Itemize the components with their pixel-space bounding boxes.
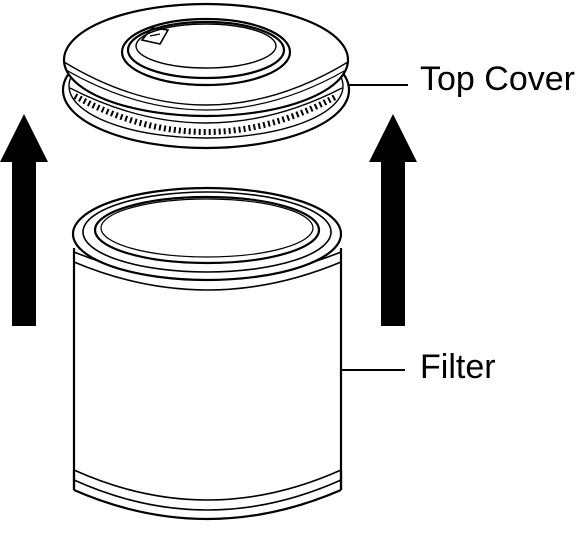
left-up-arrow-icon — [0, 114, 48, 326]
right-up-arrow-icon — [369, 114, 417, 326]
top-cover-part — [61, 2, 351, 150]
filter-part — [71, 186, 343, 520]
filter-label: Filter — [420, 348, 496, 386]
top-cover-label: Top Cover — [420, 60, 575, 98]
